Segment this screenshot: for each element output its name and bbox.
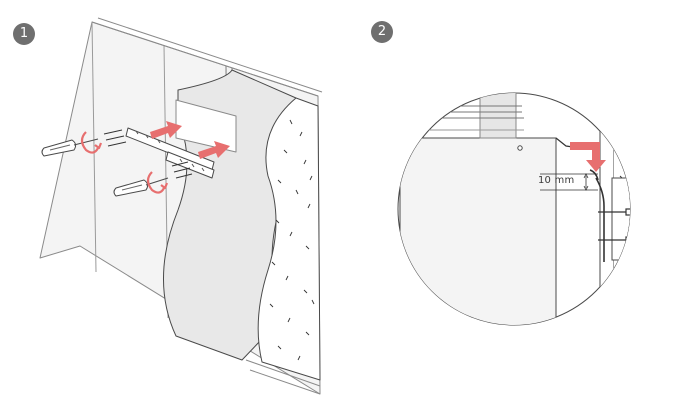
floor-rail xyxy=(245,359,321,395)
rotation-arrow-icon xyxy=(80,131,103,154)
screw-icon xyxy=(171,161,193,179)
step-1-badge: 1 xyxy=(13,23,35,45)
dimension-unit: mm xyxy=(554,175,575,186)
mounting-bracket xyxy=(611,177,630,261)
dimension-marks xyxy=(540,173,598,191)
push-arrow-icon xyxy=(150,121,182,139)
rotation-arrow-icon xyxy=(146,171,169,194)
upper-profile xyxy=(479,93,517,139)
screw-icon xyxy=(103,129,127,147)
panel-body xyxy=(399,137,557,325)
hook-arrow-icon xyxy=(570,142,606,172)
step-1-illustration xyxy=(39,17,323,395)
push-arrow-icon xyxy=(198,141,230,159)
step-2-detail xyxy=(397,92,631,326)
dimension-label: 10 mm xyxy=(538,175,574,186)
step-2-badge: 2 xyxy=(371,21,393,43)
screwdriver-icon xyxy=(41,138,99,157)
insulation-speckles xyxy=(269,119,315,361)
top-rail xyxy=(91,17,323,97)
stud-left xyxy=(91,21,97,273)
insulation xyxy=(257,97,321,381)
hanging-hook xyxy=(595,177,605,262)
dimension-value: 10 xyxy=(538,175,552,186)
